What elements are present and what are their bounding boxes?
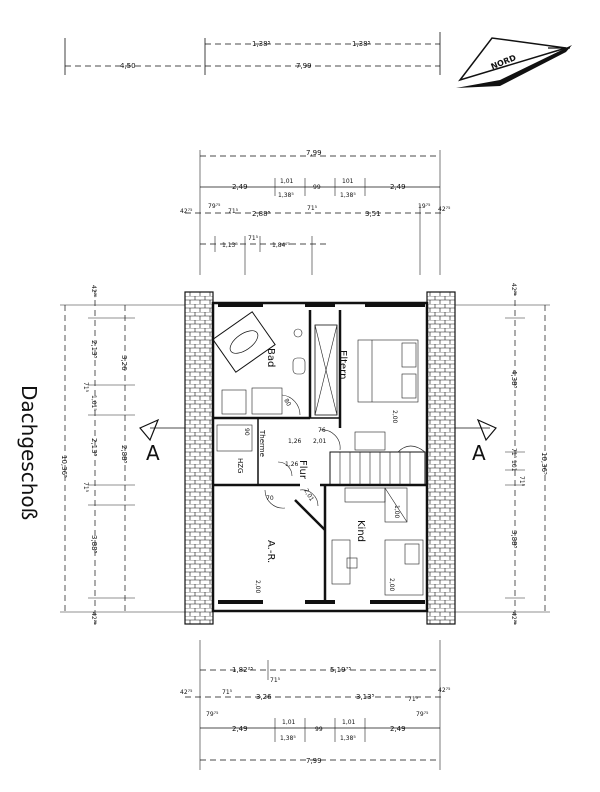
dim-left-1: 2,13⁵ xyxy=(90,340,98,359)
dim-bottom-r2-3: 3,13⁵ xyxy=(356,693,375,701)
dim-bottom-r4-1: 1,01 xyxy=(282,719,296,726)
staircase xyxy=(329,445,426,486)
dim-top-r3-2: 1,84⁷⁵ xyxy=(272,242,291,249)
room-dim-3: 2,00 xyxy=(254,580,261,594)
section-mark-right: A xyxy=(455,418,497,465)
dim-top-r2-0: 42⁷⁵ xyxy=(180,208,193,215)
dim-bottom-r1-2: 71⁵ xyxy=(270,677,281,684)
dim-top-r3-0: 1,13⁵ xyxy=(222,242,238,249)
dim-top-r2-5: 3,51 xyxy=(365,210,381,218)
dim-bottom-r2-2: 3,26 xyxy=(256,693,272,701)
room-dim-9: 90 xyxy=(243,428,250,436)
dim-bottom-r4b-0: 1,38⁵ xyxy=(280,735,296,742)
dim-top-r1b-1: 1,38⁵ xyxy=(340,192,356,199)
dim-bottom-r2-4: 71⁵ xyxy=(408,696,419,703)
dim-left-9: 3,88⁵ xyxy=(90,535,98,554)
dim-top-r2-1: 79⁷⁵ xyxy=(208,203,221,210)
dim-left-2: 3,26 xyxy=(120,355,128,371)
room-label-therme: Therme xyxy=(258,429,266,457)
dim-right-1: 4,38⁵ xyxy=(510,370,518,389)
dim-bottom-r1-0: 1,82²⁵ xyxy=(232,666,253,674)
left-dimensions: 42⁷⁵ 2,13⁵ 3,26 1,01⁵ 71⁵ 2,13⁵ 2,88⁵ 10… xyxy=(60,285,185,625)
dim-top-r1b-0: 1,38⁵ xyxy=(278,192,294,199)
room-label-flur: Flur xyxy=(297,460,308,480)
room-dim-0: 76 xyxy=(318,427,326,434)
room-dim-8: 70 xyxy=(266,495,274,502)
dim-bottom-r3-0: 79⁷⁵ xyxy=(206,711,219,718)
doors xyxy=(264,394,341,509)
dim-outer-c: 1,38⁵ xyxy=(352,40,371,48)
bottom-dimensions: 1,82²⁵ 5,19⁷⁵ 71⁵ 42⁷⁵ 71⁵ 3,26 3,13⁵ 71… xyxy=(180,640,451,770)
dim-right-4: 71⁵ xyxy=(518,476,525,487)
dim-top-r1-3: 101 xyxy=(342,178,354,185)
interior-walls xyxy=(213,310,427,600)
room-dim-1: 1,26 xyxy=(288,438,302,445)
room-label-bad: Bad xyxy=(265,348,276,367)
dim-top-r1-0: 2,49 xyxy=(232,183,248,191)
dim-bottom-total: 7,99 xyxy=(306,757,322,765)
right-dimensions: 42⁷⁵ 4,38⁵ 71⁵ 101 71⁵ 10,36⁵ 3,88⁵ 42⁷⁵ xyxy=(455,283,550,625)
compass-nord: NORD xyxy=(456,37,572,88)
room-label-eltern: Eltern xyxy=(337,350,348,379)
dim-left-8: 71⁵ xyxy=(82,482,89,493)
section-mark-left: A xyxy=(139,418,185,465)
room-dim-4: 2,00 xyxy=(388,578,395,592)
dim-right-6: 3,88⁵ xyxy=(510,530,518,549)
dim-right-7: 42⁷⁵ xyxy=(510,612,517,625)
room-dim-10: 1,26 xyxy=(285,461,299,468)
dim-top-r1-1: 1,01 xyxy=(280,178,294,185)
dim-outer-a: 4,50 xyxy=(120,62,136,70)
dim-right-3: 101 xyxy=(510,460,517,472)
dim-bottom-r4-3: 1,01 xyxy=(342,719,356,726)
dim-top-r3-1: 71⁵ xyxy=(248,235,259,242)
section-label-right: A xyxy=(472,441,486,465)
dim-right-2: 71⁵ xyxy=(510,448,517,459)
dim-bottom-r3-1: 79⁷⁵ xyxy=(416,711,429,718)
dim-bottom-r4-2: 99 xyxy=(315,726,323,733)
dim-left-4: 71⁵ xyxy=(82,382,89,393)
dim-outer-b: 1,38⁵ xyxy=(252,40,271,48)
dim-top-r1-4: 2,49 xyxy=(390,183,406,191)
top-outer-dimensions: 4,50 1,38⁵ 1,38⁵ 7,99 xyxy=(64,32,441,75)
dim-right-5: 10,36⁵ xyxy=(540,452,548,475)
room-dim-6: 2,00 xyxy=(391,410,398,424)
dim-bottom-r4b-1: 1,38⁵ xyxy=(340,735,356,742)
dim-bottom-r1-1: 5,19⁷⁵ xyxy=(330,666,351,674)
dim-top-r2-7: 42⁷⁵ xyxy=(438,206,451,213)
dim-left-7: 10,36⁵ xyxy=(60,455,68,478)
dim-left-5: 2,13⁵ xyxy=(90,438,98,457)
furniture xyxy=(212,311,424,596)
dim-outer-d: 7,99 xyxy=(296,62,312,70)
building-outline xyxy=(184,291,456,625)
room-labels: Bad Eltern Flur Kind A.-R. HZG Therme 76… xyxy=(236,348,400,594)
room-label-hzg: HZG xyxy=(236,458,244,473)
dim-left-0: 42⁷⁵ xyxy=(90,285,97,298)
room-label-kind: Kind xyxy=(355,520,366,542)
dim-top-total: 7,99 xyxy=(306,149,322,157)
compass-label: NORD xyxy=(490,53,518,71)
room-label-ar: A.-R. xyxy=(265,540,276,563)
section-label-left: A xyxy=(146,441,160,465)
room-dim-11: 1,00 xyxy=(393,505,400,519)
dim-right-0: 42⁷⁵ xyxy=(510,283,517,296)
room-dim-5: 2,01 xyxy=(302,488,315,503)
room-dim-2: 2,01 xyxy=(313,438,327,445)
dim-left-6: 2,88⁵ xyxy=(120,445,128,464)
dim-bottom-r4-4: 2,49 xyxy=(390,725,406,733)
top-dimensions: 7,99 2,49 1,01 99 101 2,49 1,38⁵ 1,38⁵ 4… xyxy=(180,149,451,275)
dim-bottom-r2-1: 71⁵ xyxy=(222,689,233,696)
dim-bottom-r2-5: 42⁷⁵ xyxy=(438,687,451,694)
dim-top-r2-3: 2,88⁵ xyxy=(252,210,271,218)
dim-top-r1-2: 99 xyxy=(313,184,321,191)
side-title: Dachgeschoß xyxy=(17,385,41,520)
dim-top-r2-2: 71⁵ xyxy=(228,208,239,215)
dim-bottom-r2-0: 42⁷⁵ xyxy=(180,689,193,696)
dim-left-10: 42⁷⁵ xyxy=(90,612,97,625)
dim-top-r2-4: 71⁵ xyxy=(307,205,318,212)
room-dim-7: 80 xyxy=(282,398,292,408)
dim-bottom-r4-0: 2,49 xyxy=(232,725,248,733)
dim-top-r2-6: 19⁷⁵ xyxy=(418,203,431,210)
dim-left-3: 1,01⁵ xyxy=(90,395,97,411)
